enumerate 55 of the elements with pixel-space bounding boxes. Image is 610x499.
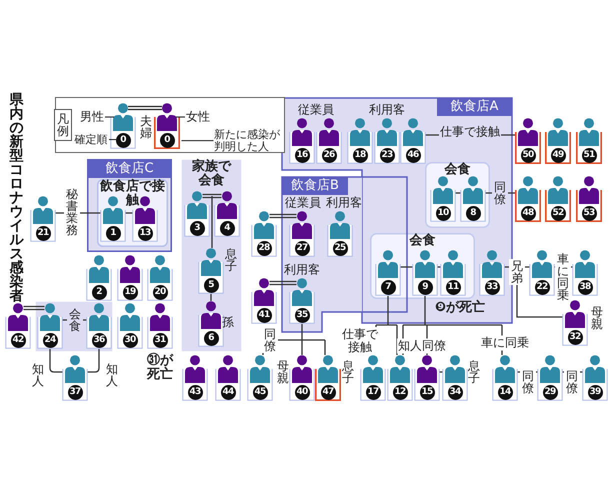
group-label: 飲食店で接触 [99, 180, 166, 208]
double-line [268, 280, 298, 286]
legend-label: 新たに感染が判明した人 [181, 129, 282, 153]
legend-label: 男性 [80, 110, 114, 124]
edge-label: 同僚 [421, 338, 447, 354]
edge-label: 車に同乗 [480, 336, 530, 350]
legend-heading: 凡例 [54, 109, 72, 141]
title-tab: 飲食店A [437, 98, 512, 116]
connector-line [398, 266, 415, 268]
group-label: 家族で会食 [191, 160, 232, 188]
group-label: 会食 [443, 163, 472, 177]
edge-label: 車に同乗 [555, 252, 571, 302]
annotation: 母親 [590, 306, 604, 330]
column-heading: 従業員 [285, 196, 321, 210]
annotation: 息子 [224, 248, 238, 272]
edge-label: 仕事で接触 [439, 124, 501, 140]
edge-label: 同僚 [564, 369, 580, 395]
edge-label: 知人 [397, 338, 423, 354]
column-heading: 利用客 [284, 264, 320, 276]
annotation: 孫 [221, 316, 235, 328]
edge-label: 秘書業務 [64, 187, 80, 237]
column-heading: 利用客 [369, 104, 405, 116]
legend-label: 女性 [176, 110, 210, 124]
connector-line [437, 371, 445, 373]
connector-line [123, 212, 135, 214]
annotation: ❾が死亡 [435, 300, 485, 316]
edge-label: 同僚 [492, 180, 508, 206]
connector-line [49, 349, 65, 373]
edge-label: 同僚 [520, 369, 536, 395]
group-label: 会食 [408, 234, 436, 248]
double-line [22, 306, 46, 310]
annotation: 息子 [467, 360, 481, 384]
column-heading: 従業員 [298, 104, 334, 116]
edge-label: 兄弟 [509, 259, 525, 285]
annotation: 母親 [276, 360, 290, 384]
annotation: 息子 [341, 360, 355, 384]
edge-label: 知人 [104, 362, 120, 388]
connector-line [453, 192, 463, 194]
column-heading: 利用客 [326, 196, 362, 210]
connector-line [435, 266, 443, 268]
title-tab: 飲食店C [87, 159, 172, 178]
edge-label: 知人 [30, 362, 46, 388]
double-line [268, 214, 298, 218]
connector-line [210, 294, 212, 301]
connector-line [211, 196, 213, 248]
connector-line [85, 349, 100, 373]
double-line [202, 194, 222, 198]
title: 県内の新型コロナウイルス感染者 [8, 93, 25, 303]
legend-label: 確定順 [74, 134, 116, 146]
title-tab: 飲食店B [282, 177, 348, 195]
annotation: ㉛が死亡 [146, 354, 174, 382]
edge-label: 会食 [67, 307, 83, 333]
legend-label: 夫婦 [139, 115, 153, 139]
edge-label: 同僚 [262, 327, 278, 353]
edge-label: 仕事で接触 [341, 327, 379, 355]
